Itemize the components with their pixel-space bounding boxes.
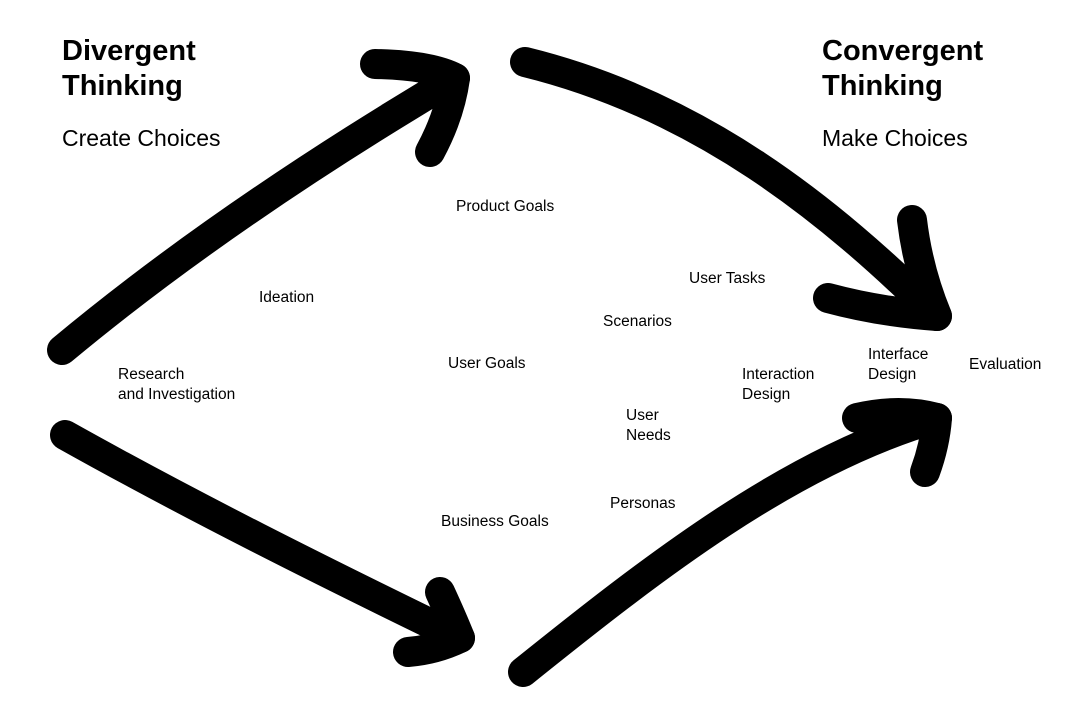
label-user-goals: User Goals bbox=[448, 355, 526, 372]
label-ideation: Ideation bbox=[259, 289, 315, 306]
label-evaluation: Evaluation bbox=[969, 356, 1042, 373]
arrow-converge-up-icon bbox=[508, 398, 952, 687]
arrow-diverge-up-icon bbox=[47, 49, 470, 365]
arrow-diverge-down-icon bbox=[50, 420, 475, 667]
label-user-tasks: User Tasks bbox=[689, 270, 766, 287]
label-business-goals: Business Goals bbox=[441, 513, 549, 530]
label-interface-design: Interface Design bbox=[868, 346, 929, 383]
label-interaction-design: Interaction Design bbox=[742, 366, 815, 403]
label-scenarios: Scenarios bbox=[603, 313, 672, 330]
label-personas: Personas bbox=[610, 495, 676, 512]
label-product-goals: Product Goals bbox=[456, 198, 555, 215]
convergent-thinking-subtitle: Make Choices bbox=[822, 125, 968, 151]
convergent-thinking-title: Convergent Thinking bbox=[822, 35, 984, 102]
divergent-thinking-title: Divergent Thinking bbox=[62, 35, 196, 102]
divergent-thinking-subtitle: Create Choices bbox=[62, 125, 221, 151]
arrow-converge-down-icon bbox=[510, 47, 952, 331]
label-user-needs: User Needs bbox=[626, 407, 671, 444]
label-research: Research and Investigation bbox=[118, 366, 236, 403]
